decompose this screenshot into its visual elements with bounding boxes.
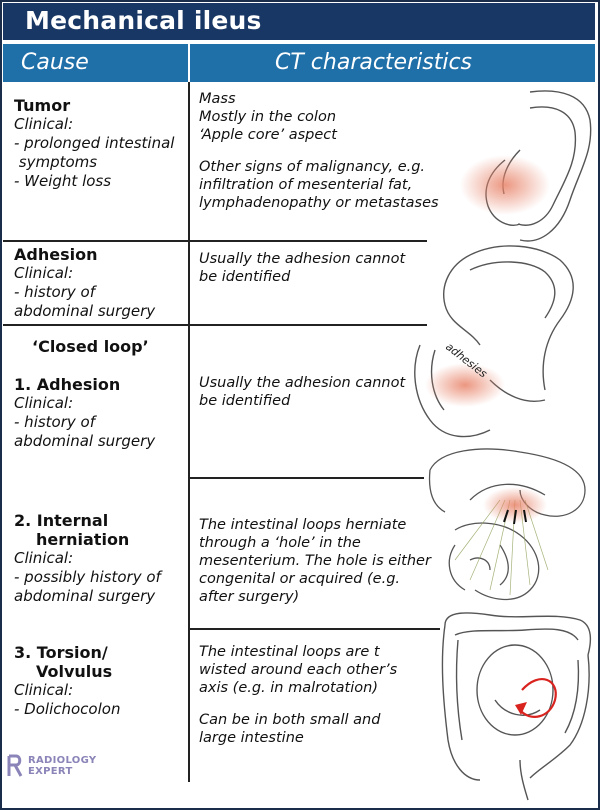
cause-name: Tumor: [14, 96, 71, 115]
row-divider-1: [3, 240, 427, 242]
ct-line: mesenterium. The hole is either: [199, 553, 431, 569]
closed-loop-heading: ‘Closed loop’: [32, 337, 204, 356]
herniation-drawing: [428, 448, 586, 601]
adhesion-bowel-drawing: [414, 245, 574, 438]
ct-line: ‘Apple core’ aspect: [199, 127, 337, 143]
ct-line: Other signs of malignancy, e.g.: [199, 159, 426, 175]
clinical-item: - history of: [14, 413, 95, 431]
cause-name: Volvulus: [36, 662, 113, 681]
clinical-item: - possibly history of: [14, 568, 161, 586]
logo-line-1: RADIOLOGY: [28, 755, 97, 766]
ct-line: congenital or acquired (e.g.: [199, 571, 401, 587]
header-divider: [188, 44, 190, 82]
cause-name: 3. Torsion/: [14, 643, 108, 662]
ct-tumor: Mass Mostly in the colon ‘Apple core’ as…: [199, 90, 439, 226]
ct-line: Mass: [199, 91, 236, 107]
ct-line: after surgery): [199, 589, 300, 605]
logo-text: RADIOLOGY EXPERT: [28, 755, 96, 777]
ct-closed-loop-adhesion: Usually the adhesion cannot be identifie…: [199, 374, 439, 410]
ct-line: be identified: [199, 393, 291, 409]
cause-name: 2. Internal: [14, 511, 109, 530]
clinical-label: Clinical:: [14, 681, 74, 699]
ct-internal-herniation: The intestinal loops herniate through a …: [199, 516, 439, 606]
ct-line: be identified: [199, 269, 291, 285]
cause-name: 1. Adhesion: [14, 375, 121, 394]
ct-line: large intestine: [199, 730, 304, 746]
table-header: Cause CT characteristics: [3, 44, 595, 82]
title-bar: Mechanical ileus: [3, 3, 595, 40]
ct-line: Mostly in the colon: [199, 109, 337, 125]
clinical-item: - history of: [14, 283, 95, 301]
ct-line: infiltration of mesenterial fat,: [199, 177, 413, 193]
clinical-label: Clinical:: [14, 394, 74, 412]
ct-torsion-volvulus: The intestinal loops are t wisted around…: [199, 643, 439, 761]
logo-line-2: EXPERT: [28, 766, 73, 777]
volvulus-twist-arrow: [515, 678, 557, 718]
cause-internal-herniation: 2. Internal herniation Clinical: - possi…: [14, 511, 186, 606]
section-heading: ‘Closed loop’: [32, 337, 149, 356]
ct-adhesion: Usually the adhesion cannot be identifie…: [199, 250, 439, 286]
clinical-item: abdominal surgery: [14, 302, 156, 320]
clinical-item: abdominal surgery: [14, 587, 156, 605]
row-divider-2: [3, 324, 427, 326]
ct-line: Usually the adhesion cannot: [199, 375, 406, 391]
ct-line: through a ‘hole’ in the: [199, 535, 361, 551]
ct-line: The intestinal loops herniate: [199, 517, 407, 533]
logo-mark-icon: [7, 754, 23, 777]
clinical-item: abdominal surgery: [14, 432, 156, 450]
volvulus-colon-drawing: [441, 612, 592, 801]
clinical-label: Clinical:: [14, 549, 74, 567]
header-ct: CT characteristics: [275, 50, 473, 75]
herniation-arrows: [503, 509, 527, 525]
cause-name: Adhesion: [14, 245, 98, 264]
row-divider-4: [188, 628, 440, 630]
tumor-lesion-highlight: [460, 155, 550, 215]
cause-torsion-volvulus: 3. Torsion/ Volvulus Clinical: - Dolicho…: [14, 643, 186, 719]
ct-line: Usually the adhesion cannot: [199, 251, 406, 267]
adhesion-highlight: [425, 363, 505, 407]
cause-name: herniation: [36, 530, 130, 549]
page-title: Mechanical ileus: [25, 6, 262, 35]
clinical-item: - Weight loss: [14, 172, 112, 190]
row-divider-3: [188, 477, 424, 479]
cause-adhesion: Adhesion Clinical: - history of abdomina…: [14, 245, 186, 321]
clinical-item: symptoms: [14, 153, 98, 171]
ct-line: wisted around each other’s: [199, 662, 398, 678]
clinical-item: - Dolichocolon: [14, 700, 121, 718]
cause-closed-loop-adhesion: 1. Adhesion Clinical: - history of abdom…: [14, 375, 186, 451]
ct-line: Can be in both small and: [199, 712, 381, 728]
column-divider: [188, 82, 190, 782]
radiology-expert-logo: RADIOLOGY EXPERT: [6, 752, 106, 782]
clinical-item: - prolonged intestinal: [14, 134, 175, 152]
clinical-label: Clinical:: [14, 264, 74, 282]
ct-line: axis (e.g. in malrotation): [199, 680, 378, 696]
clinical-label: Clinical:: [14, 115, 74, 133]
header-cause: Cause: [21, 50, 89, 75]
ct-line: lymphadenopathy or metastases: [199, 195, 439, 211]
ct-line: The intestinal loops are t: [199, 644, 380, 660]
cause-tumor: Tumor Clinical: - prolonged intestinal s…: [14, 96, 186, 191]
herniation-highlight: [483, 487, 547, 523]
